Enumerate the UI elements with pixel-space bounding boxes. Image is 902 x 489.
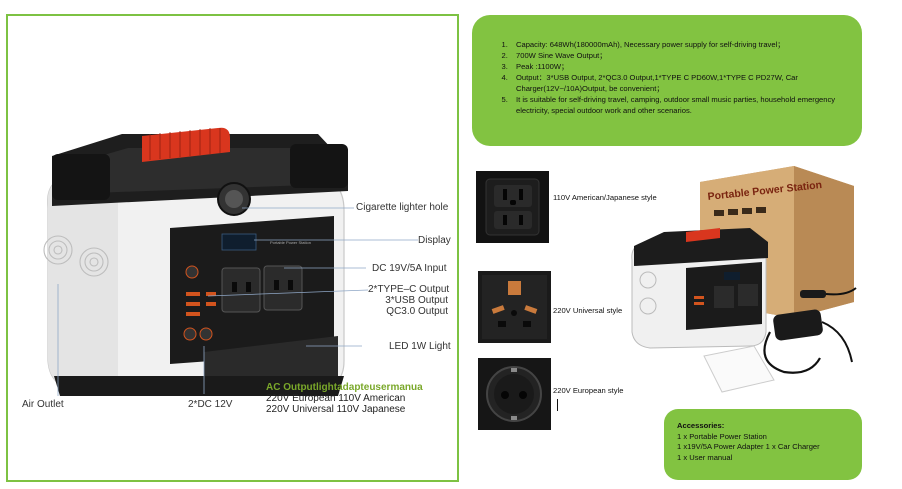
callout-cigarette-lighter: Cigarette lighter hole bbox=[356, 202, 449, 213]
american-socket-icon bbox=[476, 171, 549, 243]
universal-socket-label: 220V Universal style bbox=[553, 306, 623, 315]
callout-usb: 3*USB Output bbox=[385, 295, 448, 306]
american-socket-label: 110V American/Japanese style bbox=[553, 193, 657, 202]
text-cursor bbox=[557, 399, 558, 411]
accessories-box: Accessories: 1 x Portable Power Station … bbox=[664, 409, 862, 480]
spec-item: Capacity: 648Wh(180000mAh), Necessary po… bbox=[510, 39, 848, 50]
power-station-illustration: Portable Power Station bbox=[43, 127, 418, 396]
spec-item: Output：3*USB Output, 2*QC3.0 Output,1*TY… bbox=[510, 72, 848, 94]
spec-item: 700W Sine Wave Output； bbox=[510, 50, 848, 61]
european-socket-image bbox=[478, 358, 551, 430]
accessories-title: Accessories: bbox=[677, 421, 725, 430]
callout-dc-input: DC 19V/5A Input bbox=[372, 263, 447, 274]
specifications-list: Capacity: 648Wh(180000mAh), Necessary po… bbox=[488, 39, 848, 116]
spec-item: It is suitable for self-driving travel, … bbox=[510, 94, 848, 116]
accessory-item: 1 x User manual bbox=[677, 452, 733, 462]
spec-item: Peak :1100W； bbox=[510, 61, 848, 72]
american-socket-image bbox=[476, 171, 549, 243]
product-diagram-panel: Portable Power Station bbox=[6, 14, 459, 482]
universal-socket-image bbox=[478, 271, 551, 343]
callout-led-light: LED 1W Light bbox=[389, 341, 451, 352]
callout-dc-12v: 2*DC 12V bbox=[188, 399, 233, 410]
specifications-box: Capacity: 648Wh(180000mAh), Necessary po… bbox=[472, 15, 862, 146]
accessory-item: 1 x19V/5A Power Adapter 1 x Car Charger bbox=[677, 442, 820, 451]
european-socket-label: 220V European style bbox=[553, 386, 624, 395]
callout-display: Display bbox=[418, 235, 451, 246]
ac-output-line-2: 220V Universal 110V Japanese bbox=[266, 404, 406, 415]
device-panel-label: Portable Power Station bbox=[270, 240, 311, 245]
ac-output-line-1: 220V European 110V American bbox=[266, 393, 406, 404]
accessory-item: 1 x Portable Power Station bbox=[677, 431, 767, 441]
callout-air-outlet: Air Outlet bbox=[22, 399, 64, 410]
european-socket-icon bbox=[478, 358, 551, 430]
ac-output-title: AC Outputlightadapteusermanua bbox=[266, 382, 423, 393]
universal-socket-icon bbox=[478, 271, 551, 343]
callout-qc: QC3.0 Output bbox=[386, 306, 448, 317]
boxed-product-photo: Portable Power Station bbox=[631, 166, 857, 393]
callout-type-c: 2*TYPE–C Output bbox=[368, 284, 450, 295]
